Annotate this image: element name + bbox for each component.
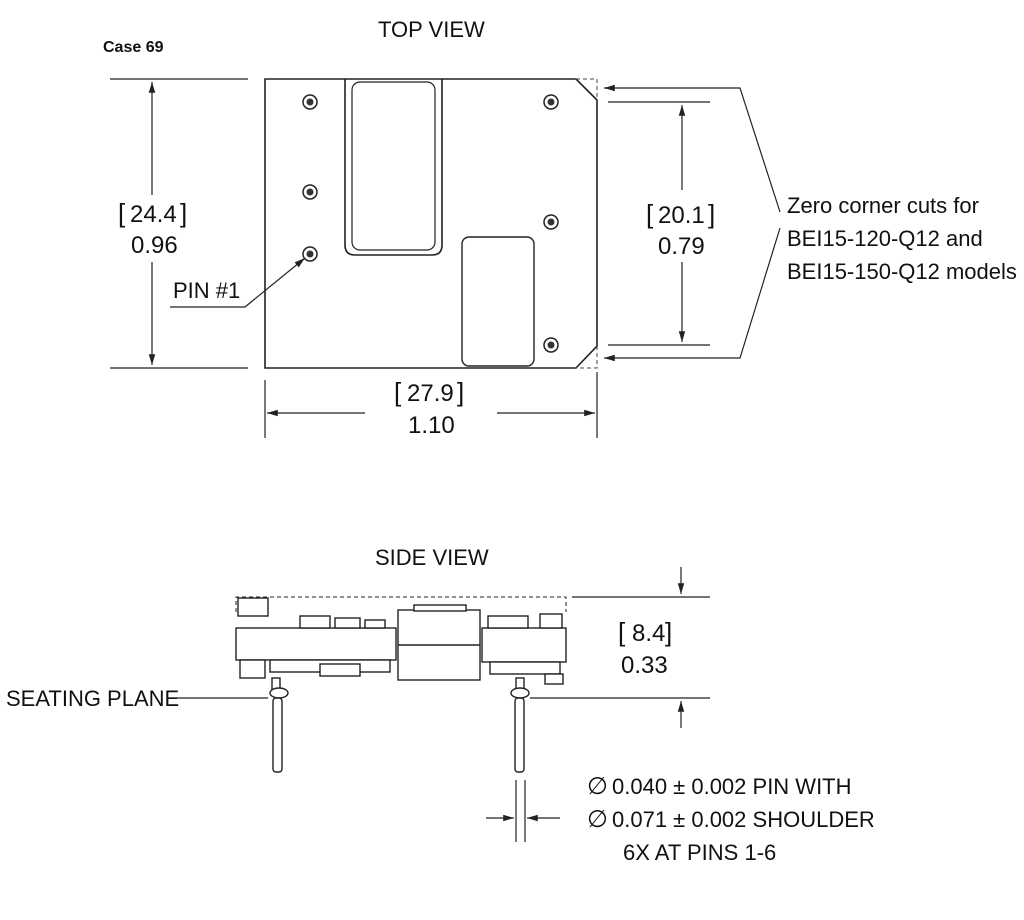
pin-hole bbox=[543, 337, 559, 353]
pin-hole bbox=[543, 94, 559, 110]
pin1-label: PIN #1 bbox=[173, 278, 240, 303]
corner-cut-dashed-bottom bbox=[576, 346, 598, 369]
pin-spec-line2: 0.071 ± 0.002 SHOULDER bbox=[612, 807, 875, 832]
side-view: SIDE VIEW bbox=[6, 545, 875, 865]
pin-spec-line3: 6X AT PINS 1-6 bbox=[623, 840, 776, 865]
top-view-width-dimension: [ 27.9 ] 1.10 bbox=[264, 372, 598, 439]
diameter-icon: ∅ bbox=[587, 773, 608, 800]
top-view-height-mm: 24.4 bbox=[130, 201, 177, 228]
svg-text:]: ] bbox=[708, 199, 715, 229]
pin-hole bbox=[543, 214, 559, 230]
svg-text:]: ] bbox=[457, 377, 464, 407]
top-view-pin-span-mm: 20.1 bbox=[658, 202, 705, 229]
top-view-height-dimension: [ 24.4 ] 0.96 bbox=[110, 78, 248, 369]
top-view-pins bbox=[302, 94, 559, 353]
seating-plane: SEATING PLANE bbox=[6, 686, 710, 711]
pin-hole bbox=[302, 94, 318, 110]
pin-spec-line1: 0.040 ± 0.002 PIN WITH bbox=[612, 774, 852, 799]
svg-text:[: [ bbox=[646, 199, 654, 229]
corner-note-line1: Zero corner cuts for bbox=[787, 193, 979, 218]
pin-hole bbox=[302, 246, 318, 262]
side-pin-right bbox=[510, 677, 530, 773]
top-view-lower-component bbox=[461, 236, 535, 367]
top-view-width-in: 1.10 bbox=[408, 412, 455, 439]
svg-text:]: ] bbox=[665, 617, 672, 647]
top-view-pin-span-dimension: [ 20.1 ] 0.79 bbox=[608, 101, 715, 346]
side-view-module bbox=[235, 596, 567, 685]
pin-diameter-dimension bbox=[486, 780, 560, 842]
corner-note-line3: BEI15-150-Q12 models bbox=[787, 259, 1017, 284]
side-view-height-mm: 8.4 bbox=[632, 620, 665, 647]
side-view-height-in: 0.33 bbox=[621, 652, 668, 679]
top-view-title: TOP VIEW bbox=[378, 17, 485, 42]
svg-text:[: [ bbox=[118, 198, 126, 228]
pin-spec-note: ∅ 0.040 ± 0.002 PIN WITH ∅ 0.071 ± 0.002… bbox=[587, 773, 875, 865]
side-view-height-dimension: [ 8.4 ] 0.33 bbox=[572, 567, 710, 728]
top-view: TOP VIEW [ 24.4 ] 0.96 bbox=[110, 17, 1017, 439]
corner-cut-note: Zero corner cuts for BEI15-120-Q12 and B… bbox=[604, 84, 1017, 362]
pin-hole bbox=[302, 184, 318, 200]
svg-text:]: ] bbox=[180, 198, 187, 228]
case-label: Case 69 bbox=[103, 39, 164, 56]
top-view-width-mm: 27.9 bbox=[407, 380, 454, 407]
svg-text:[: [ bbox=[618, 617, 626, 647]
side-pin-left bbox=[269, 677, 289, 773]
side-view-title: SIDE VIEW bbox=[375, 545, 489, 570]
diameter-icon: ∅ bbox=[587, 806, 608, 833]
pin1-callout: PIN #1 bbox=[170, 257, 306, 308]
top-view-slot-component bbox=[344, 79, 443, 256]
side-view-pins bbox=[269, 677, 530, 773]
top-view-pin-span-in: 0.79 bbox=[658, 233, 705, 260]
seating-plane-label: SEATING PLANE bbox=[6, 686, 179, 711]
corner-note-line2: BEI15-120-Q12 and bbox=[787, 226, 983, 251]
top-view-height-in: 0.96 bbox=[131, 232, 178, 259]
top-view-slot-inner bbox=[351, 81, 436, 251]
corner-cut-dashed-top bbox=[576, 78, 598, 100]
svg-text:[: [ bbox=[394, 377, 402, 407]
